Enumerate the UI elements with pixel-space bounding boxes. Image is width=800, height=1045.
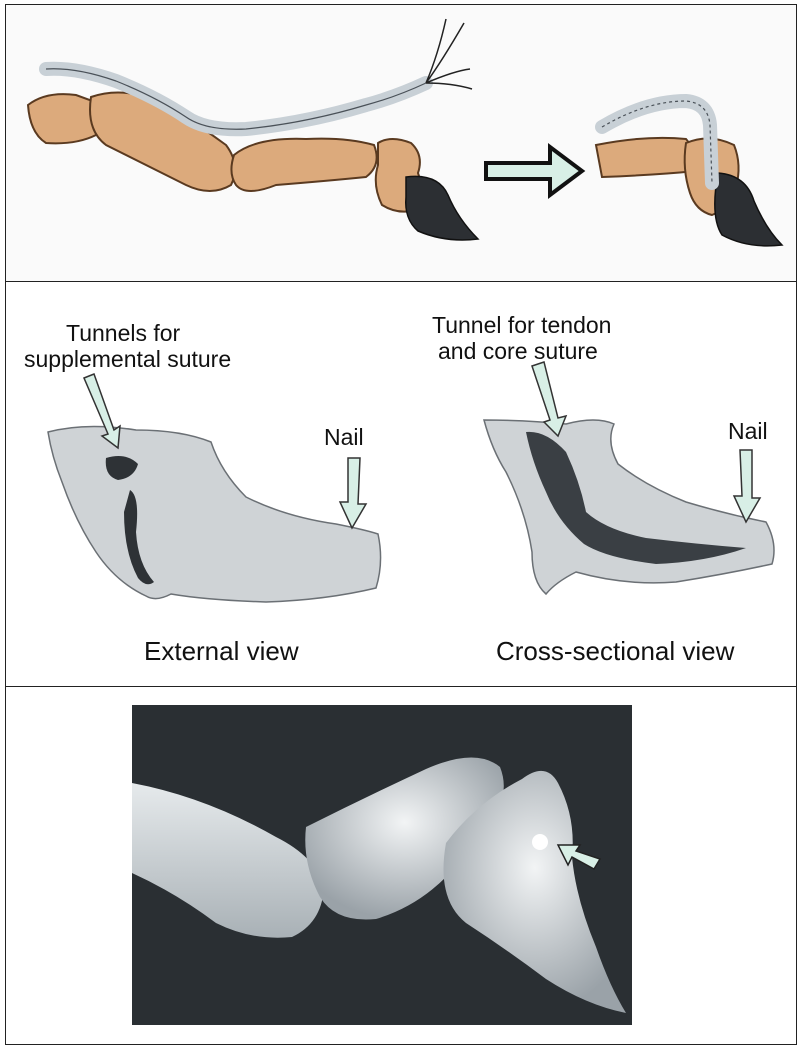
direction-arrow [486, 147, 582, 195]
ct-renderings [6, 282, 796, 686]
bone-middle-right [596, 138, 697, 177]
nail-right [715, 173, 782, 246]
bone-middle-phalanx [231, 139, 376, 191]
panel-illustration [5, 4, 797, 282]
arrow-nail-right [734, 450, 760, 522]
arrow-nail-left [340, 458, 366, 528]
panel-ct-views: Tunnels for supplemental suture Tunnel f… [5, 281, 797, 687]
xray-image [6, 687, 796, 1044]
caption-cross-sectional-view: Cross-sectional view [496, 636, 734, 666]
ct-external-bone [48, 426, 381, 602]
xray-marker [532, 834, 548, 850]
tendon-repair-illustration [6, 5, 798, 283]
caption-external-view: External view [144, 636, 299, 666]
ct-cross-section-bone [484, 420, 774, 594]
nail-left [406, 176, 478, 240]
suture-strands [426, 19, 472, 89]
panel-xray [5, 686, 797, 1045]
